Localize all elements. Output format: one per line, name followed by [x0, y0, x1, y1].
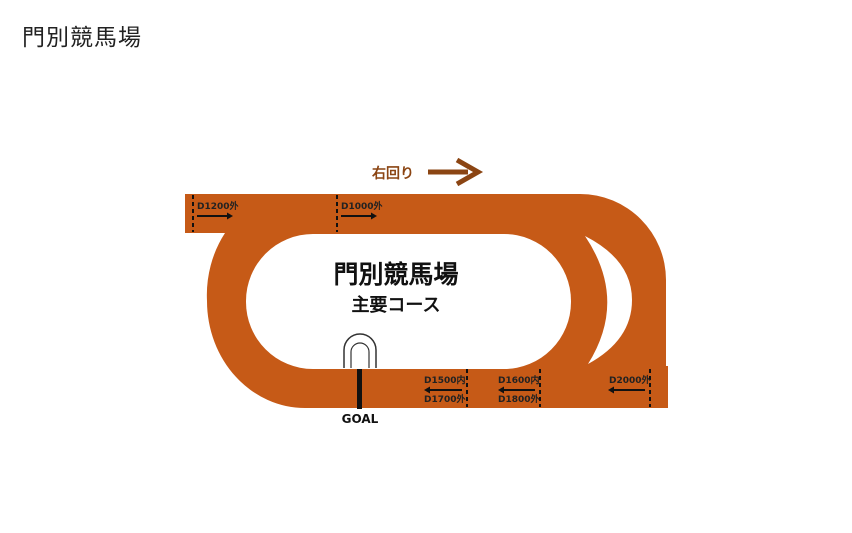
goal-line	[357, 369, 362, 409]
marker-label: D2000外	[609, 374, 651, 386]
start-marker-d1600-d1800: D1600内 D1800外	[498, 369, 541, 407]
marker-label: D1600内	[498, 374, 540, 386]
course-subtitle: 主要コース	[351, 294, 440, 316]
start-marker-d1500-d1700: D1500内 D1700外	[424, 369, 468, 407]
page-title: 門別競馬場	[22, 25, 142, 51]
marker-label: D1000外	[341, 200, 383, 212]
start-marker-d1000: D1000外	[336, 195, 383, 232]
marker-label: D1800外	[498, 393, 540, 405]
start-marker-d1200: D1200外	[192, 195, 239, 232]
marker-label: D1200外	[197, 200, 239, 212]
marker-label: D1700外	[424, 393, 466, 405]
chute-infield	[585, 236, 632, 364]
marker-label: D1500内	[424, 374, 466, 386]
course-name: 門別競馬場	[333, 260, 458, 289]
direction-label: 右回り	[371, 165, 414, 182]
goal-label: GOAL	[342, 412, 379, 426]
direction-arrow-icon	[428, 157, 484, 187]
goal-gate-icon	[343, 333, 377, 368]
infield	[246, 234, 571, 369]
start-marker-d2000: D2000外	[608, 369, 651, 407]
